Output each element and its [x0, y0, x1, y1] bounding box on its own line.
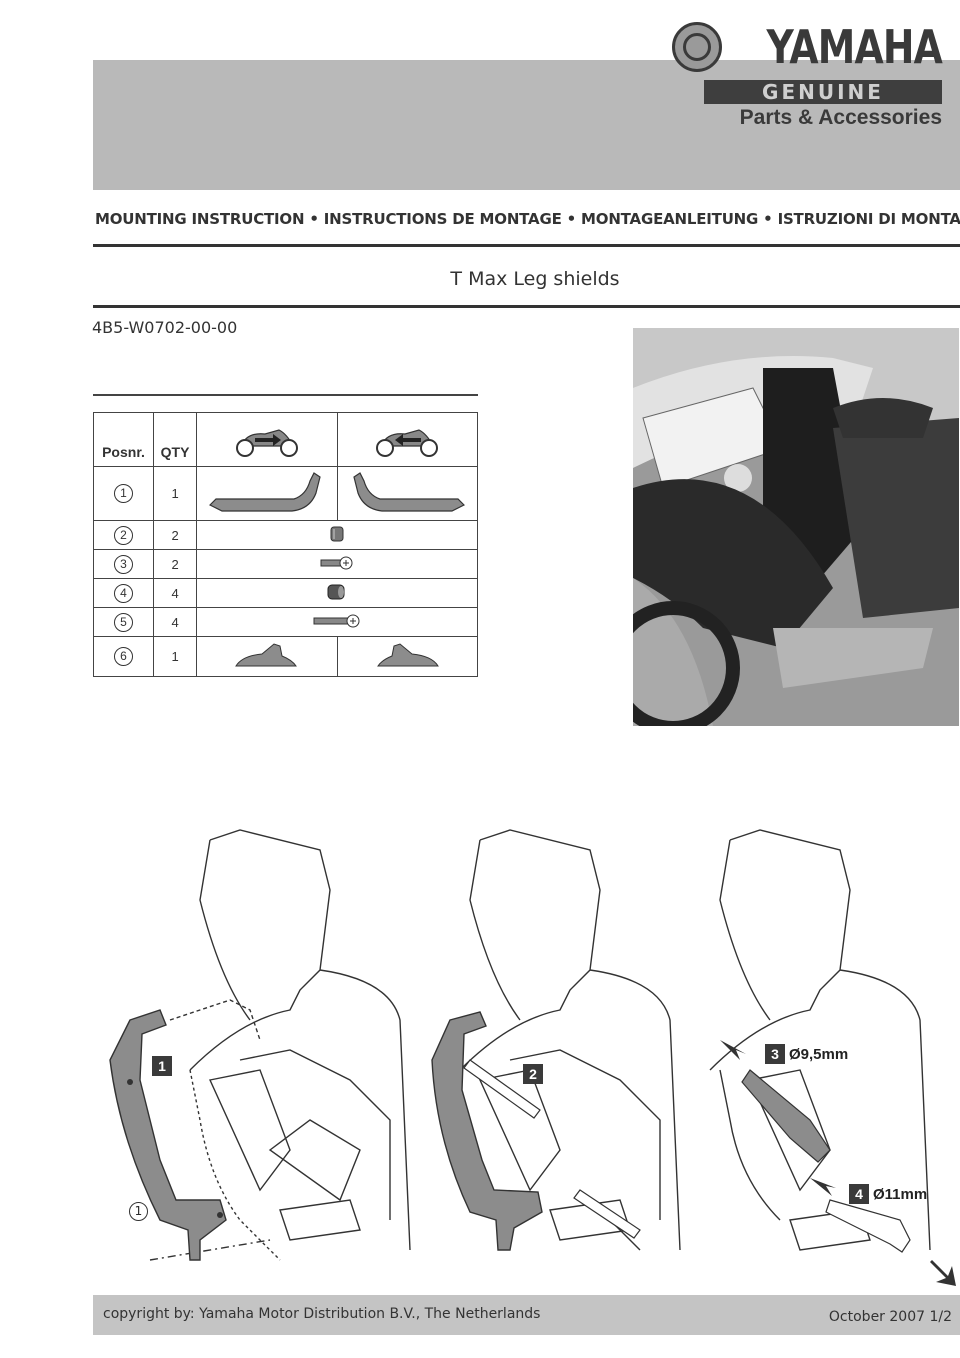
quantity: 2 — [152, 549, 198, 579]
quantity: 2 — [152, 520, 198, 550]
part-callout: 1 — [129, 1202, 148, 1221]
qty-header: QTY — [152, 412, 198, 467]
step3-diagram — [709, 829, 931, 1251]
position-number: 5 — [113, 612, 133, 632]
screwdriver — [463, 1059, 541, 1119]
parts-table: Posnr. QTY 1 1 — [93, 412, 479, 677]
part-number: 4B5-W0702-00-00 — [92, 318, 238, 337]
clip-nut-icon — [196, 520, 478, 550]
quantity: 4 — [152, 607, 198, 637]
table-row: 2 2 — [93, 520, 478, 550]
drill-size-label: Ø11mm — [873, 1185, 928, 1203]
right-side-bike-icon — [196, 412, 338, 467]
leg-shield-part — [431, 1011, 543, 1251]
drill-size-label: Ø9,5mm — [789, 1045, 849, 1063]
genuine-label: GENUINE — [704, 80, 942, 104]
arrow-icon — [720, 1040, 746, 1060]
screwdriver — [573, 1189, 641, 1239]
position-number: 1 — [113, 484, 133, 503]
installation-diagrams — [109, 829, 956, 1286]
table-row: 6 1 — [93, 636, 479, 677]
divider — [93, 244, 960, 247]
short-screw-icon — [196, 549, 478, 579]
position-number: 6 — [113, 647, 133, 666]
step-number: 4 — [849, 1184, 869, 1204]
next-page-arrow-icon — [930, 1260, 956, 1286]
quantity: 1 — [152, 466, 198, 521]
table-header-row: Posnr. QTY — [93, 412, 479, 467]
divider — [93, 394, 478, 396]
parts-accessories-label: Parts & Accessories — [739, 106, 942, 129]
position-number: 3 — [113, 554, 133, 574]
step-number: 1 — [152, 1056, 172, 1076]
mount-hole — [127, 1079, 133, 1085]
quantity: 1 — [152, 636, 198, 677]
mounting-instruction-heading: MOUNTING INSTRUCTION • INSTRUCTIONS DE M… — [95, 210, 960, 228]
copyright-text: copyright by: Yamaha Motor Distribution … — [103, 1306, 541, 1322]
table-row: 4 4 — [93, 578, 478, 608]
posnr-header: Posnr. — [93, 412, 154, 467]
step2-diagram — [459, 829, 681, 1251]
brand-name: YAMAHA — [766, 20, 943, 74]
leg-shield-left-icon — [336, 466, 479, 521]
drill — [825, 1199, 911, 1253]
leg-shield-right-icon — [196, 466, 338, 521]
quantity: 4 — [152, 578, 198, 608]
brand-logo: YAMAHA — [672, 20, 943, 74]
scooter-photo — [633, 328, 959, 726]
arrow-icon — [810, 1178, 836, 1196]
bracket-left-icon — [336, 636, 479, 677]
mount-hole — [217, 1212, 223, 1218]
step-number: 3 — [765, 1044, 785, 1064]
bracket-right-icon — [196, 636, 338, 677]
leg-shield-part — [109, 1009, 227, 1261]
position-number: 4 — [113, 583, 133, 603]
table-row: 1 1 — [93, 466, 479, 521]
tuning-fork-emblem-icon — [672, 22, 723, 72]
position-number: 2 — [113, 525, 133, 545]
table-row: 5 4 — [93, 607, 478, 637]
left-side-bike-icon — [336, 412, 479, 467]
footer-band — [93, 1295, 960, 1335]
spacer-bush-icon — [196, 578, 478, 608]
step-number: 2 — [523, 1064, 543, 1084]
step1-diagram — [149, 829, 411, 1261]
long-screw-icon — [196, 607, 478, 637]
divider — [93, 305, 960, 308]
drill — [741, 1069, 831, 1163]
table-row: 3 2 — [93, 549, 478, 579]
date-page-number: October 2007 1/2 — [828, 1309, 952, 1325]
product-title: T Max Leg shields — [450, 268, 620, 290]
